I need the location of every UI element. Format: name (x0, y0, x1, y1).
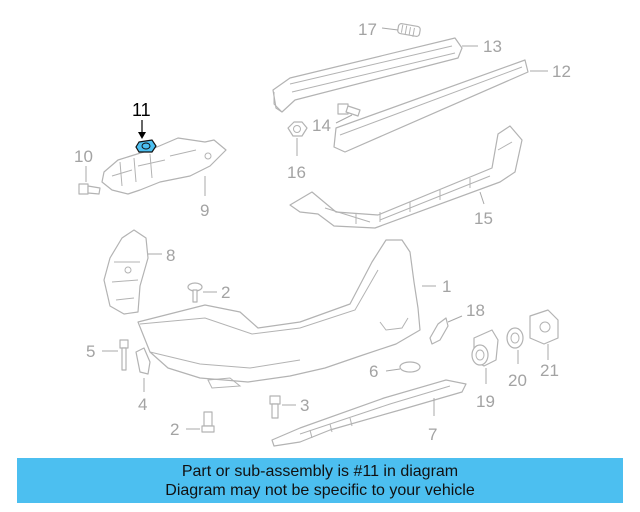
part-14-bolt (337, 103, 361, 117)
part-13-reinforcement-upper (272, 37, 463, 113)
leader-17 (381, 27, 399, 31)
callout-14: 14 (312, 116, 331, 135)
part-1-bumper-cover (137, 239, 421, 389)
callout-15: 15 (474, 209, 493, 228)
leader-6 (385, 368, 401, 372)
callout-2a: 2 (221, 283, 230, 302)
callout-2b: 2 (170, 420, 179, 439)
arrow-11 (138, 132, 146, 139)
leader-18 (447, 315, 463, 323)
callout-13: 13 (483, 37, 502, 56)
part-2-screw-lower (201, 411, 215, 433)
callout-20: 20 (508, 371, 527, 390)
part-21-sensor-bracket (529, 309, 559, 345)
callout-6: 6 (369, 362, 378, 381)
part-16-nut (287, 121, 308, 137)
parts-diagram: 17 13 12 14 16 15 9 (74, 20, 571, 447)
callout-11: 11 (132, 100, 151, 120)
part-9-side-bracket (101, 137, 227, 195)
part-3-bolt (269, 395, 281, 419)
part-15-support-lower (289, 125, 523, 229)
part-17-stud (397, 23, 421, 37)
part-8-bracket (103, 229, 149, 315)
banner-line-disclaimer: Diagram may not be specific to your vehi… (165, 481, 475, 499)
callout-4: 4 (138, 395, 147, 414)
info-banner: Part or sub-assembly is #11 in diagram D… (17, 458, 623, 503)
callout-19: 19 (476, 392, 495, 411)
part-12-absorber (333, 59, 529, 153)
callout-3: 3 (300, 396, 309, 415)
callout-7: 7 (428, 425, 437, 444)
part-2-screw-upper (187, 282, 203, 303)
part-6-plug (399, 361, 421, 373)
callout-5: 5 (86, 342, 95, 361)
callout-1: 1 (442, 277, 451, 296)
part-5-pin (119, 339, 129, 371)
callout-12: 12 (552, 62, 571, 81)
banner-line-part: Part or sub-assembly is #11 in diagram (181, 462, 459, 480)
part-4-trim (135, 347, 151, 375)
part-20-bezel (506, 327, 524, 349)
part-10-screw (78, 183, 101, 195)
callout-9: 9 (200, 201, 209, 220)
callout-21: 21 (540, 361, 559, 380)
callout-8: 8 (166, 246, 175, 265)
part-18-reflector (429, 317, 449, 345)
part-19-sensor (471, 329, 499, 367)
leader-15 (479, 191, 485, 205)
part-11-clip-highlighted (135, 139, 157, 153)
callout-17: 17 (358, 20, 377, 39)
callout-18: 18 (466, 301, 485, 320)
leader-14 (335, 114, 353, 124)
part-7-valance (271, 379, 467, 447)
callout-16: 16 (287, 163, 306, 182)
callout-10: 10 (74, 147, 93, 166)
